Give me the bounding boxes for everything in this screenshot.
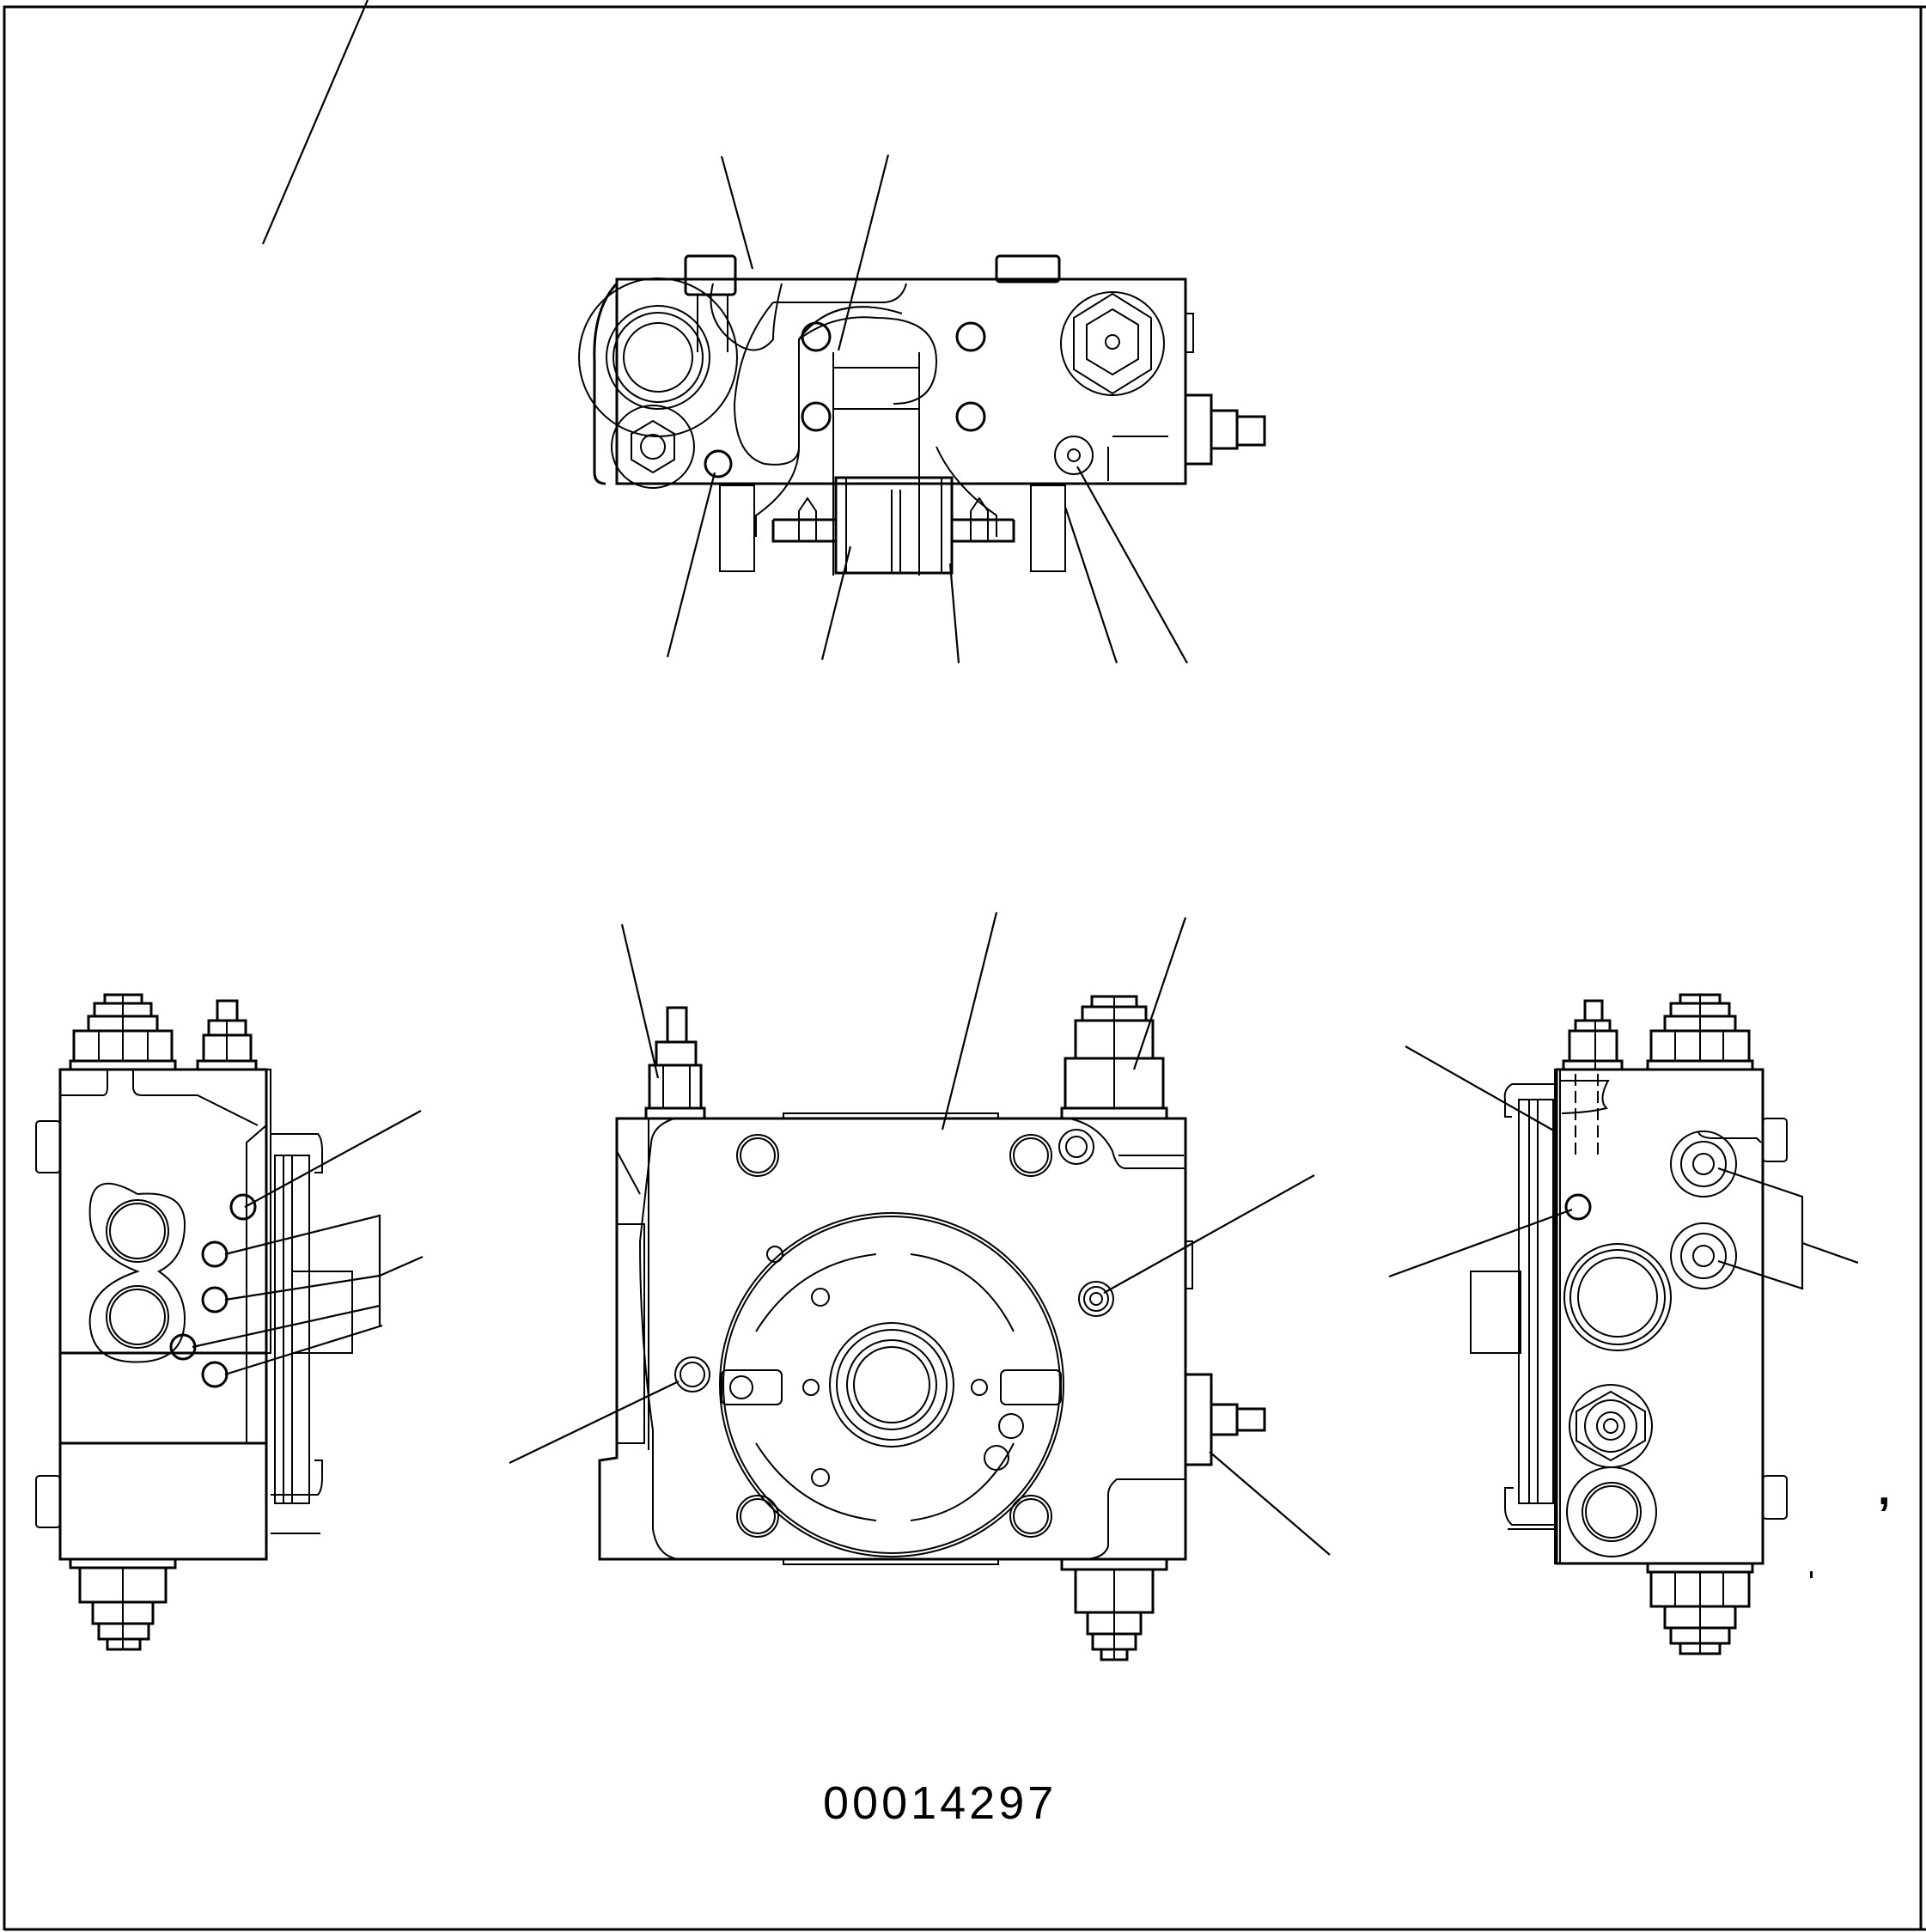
drawing-frame [3,5,1926,1931]
top-view [578,254,1266,576]
right-side-view [1470,993,1813,1655]
front-view-leaders [509,911,1331,1556]
left-side-view [35,993,424,1651]
figure-number: 00014297 [823,1777,1057,1829]
stray-mark: , [1878,1465,1891,1515]
right-side-view-leaders [1388,1045,1859,1290]
leader-line [261,0,369,245]
front-view [598,995,1266,1661]
top-view-leaders [666,154,1188,664]
